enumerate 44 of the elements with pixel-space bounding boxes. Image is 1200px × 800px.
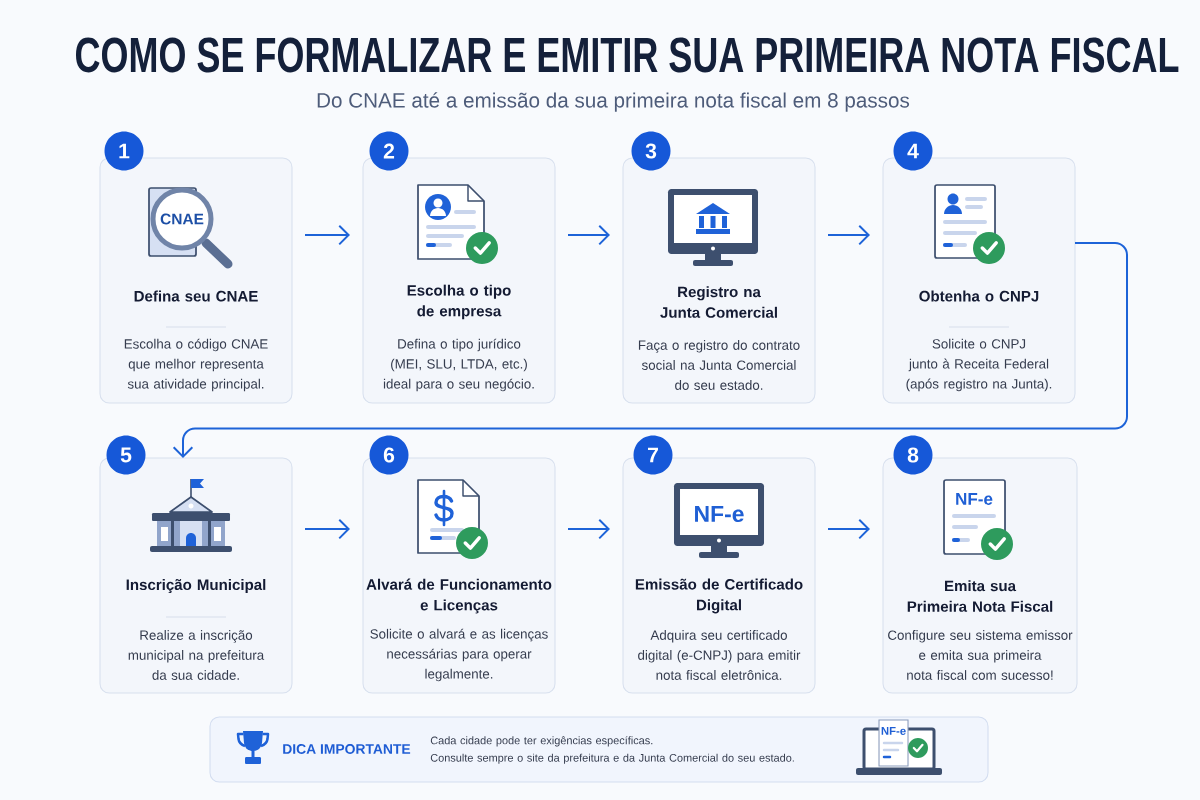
step-title: Escolha o tipo de empresa [407,284,511,320]
step-description: Configure seu sistema emissor e emita sua primeira nota fiscal com sucesso! [888,630,1073,680]
tip-heading: DICA IMPORTANTE [283,744,411,754]
step-description: Realize a inscrição municipal na prefeitura da sua cidade. [128,630,265,680]
title: COMO SE FORMALIZAR E EMITIR SUA PRIMEIRA NOTA FISCAL [76,37,1179,73]
subtitle: Do CNAE até a emissão da sua primeira nota fiscal em 8 passos [317,92,910,112]
step-number-badge: 2 [369,131,409,171]
step-number-badge: 1 [104,131,144,171]
arrow [567,224,610,246]
step-card [622,157,816,404]
step-number-badge: 3 [631,131,671,171]
step-title: Alvará de Funcionamento e Licenças [366,578,552,614]
tip-text: Cada cidade pode ter exigências específicas. Consulte sempre o site da prefeitura e da Junta Comercial do seu estado. [430,736,794,764]
step-title: Emissão de Certificado Digital [635,578,803,614]
step-number-badge: 4 [893,131,933,171]
step-card [882,157,1076,404]
arrow [827,224,870,246]
step-description: Faça o registro do contrato social na Junta Comercial do seu estado. [638,340,800,390]
icon-text: NF-e [695,506,744,522]
step-card [99,157,293,404]
arrow [172,242,1128,458]
arrow [304,518,350,540]
arrow [827,518,870,540]
step-card [362,157,556,404]
step-title: Inscrição Municipal [126,579,266,593]
tip-box [209,716,989,783]
icon-text: NF-e [881,727,906,735]
step-title: Emita sua Primeira Nota Fiscal [907,580,1053,612]
step-description: Defina o tipo jurídico (MEI, SLU, LTDA, etc.) ideal para o seu negócio. [383,338,534,392]
step-title: Defina seu CNAE [134,290,258,302]
step-number-badge: 7 [633,435,673,475]
icon-text: NF-e [956,493,993,505]
step-number-badge: 5 [106,435,146,475]
arrow [304,224,350,246]
step-description: Solicite o CNPJ junto à Receita Federal (após registro na Junta). [906,338,1052,392]
step-description: Escolha o código CNAE que melhor representa sua atividade principal. [124,338,268,392]
step-number-badge: 6 [369,435,409,475]
step-title: Obtenha o CNPJ [919,290,1039,302]
icon-text: CNAE [160,213,204,225]
step-number-badge: 8 [893,435,933,475]
arrow [567,518,610,540]
step-description: Adquira seu certificado digital (e-CNPJ) para emitir nota fiscal eletrônica. [638,630,801,680]
step-description: Solicite o alvará e as licenças necessárias para operar legalmente. [370,628,548,682]
step-title: Registro na Junta Comercial [660,286,777,318]
